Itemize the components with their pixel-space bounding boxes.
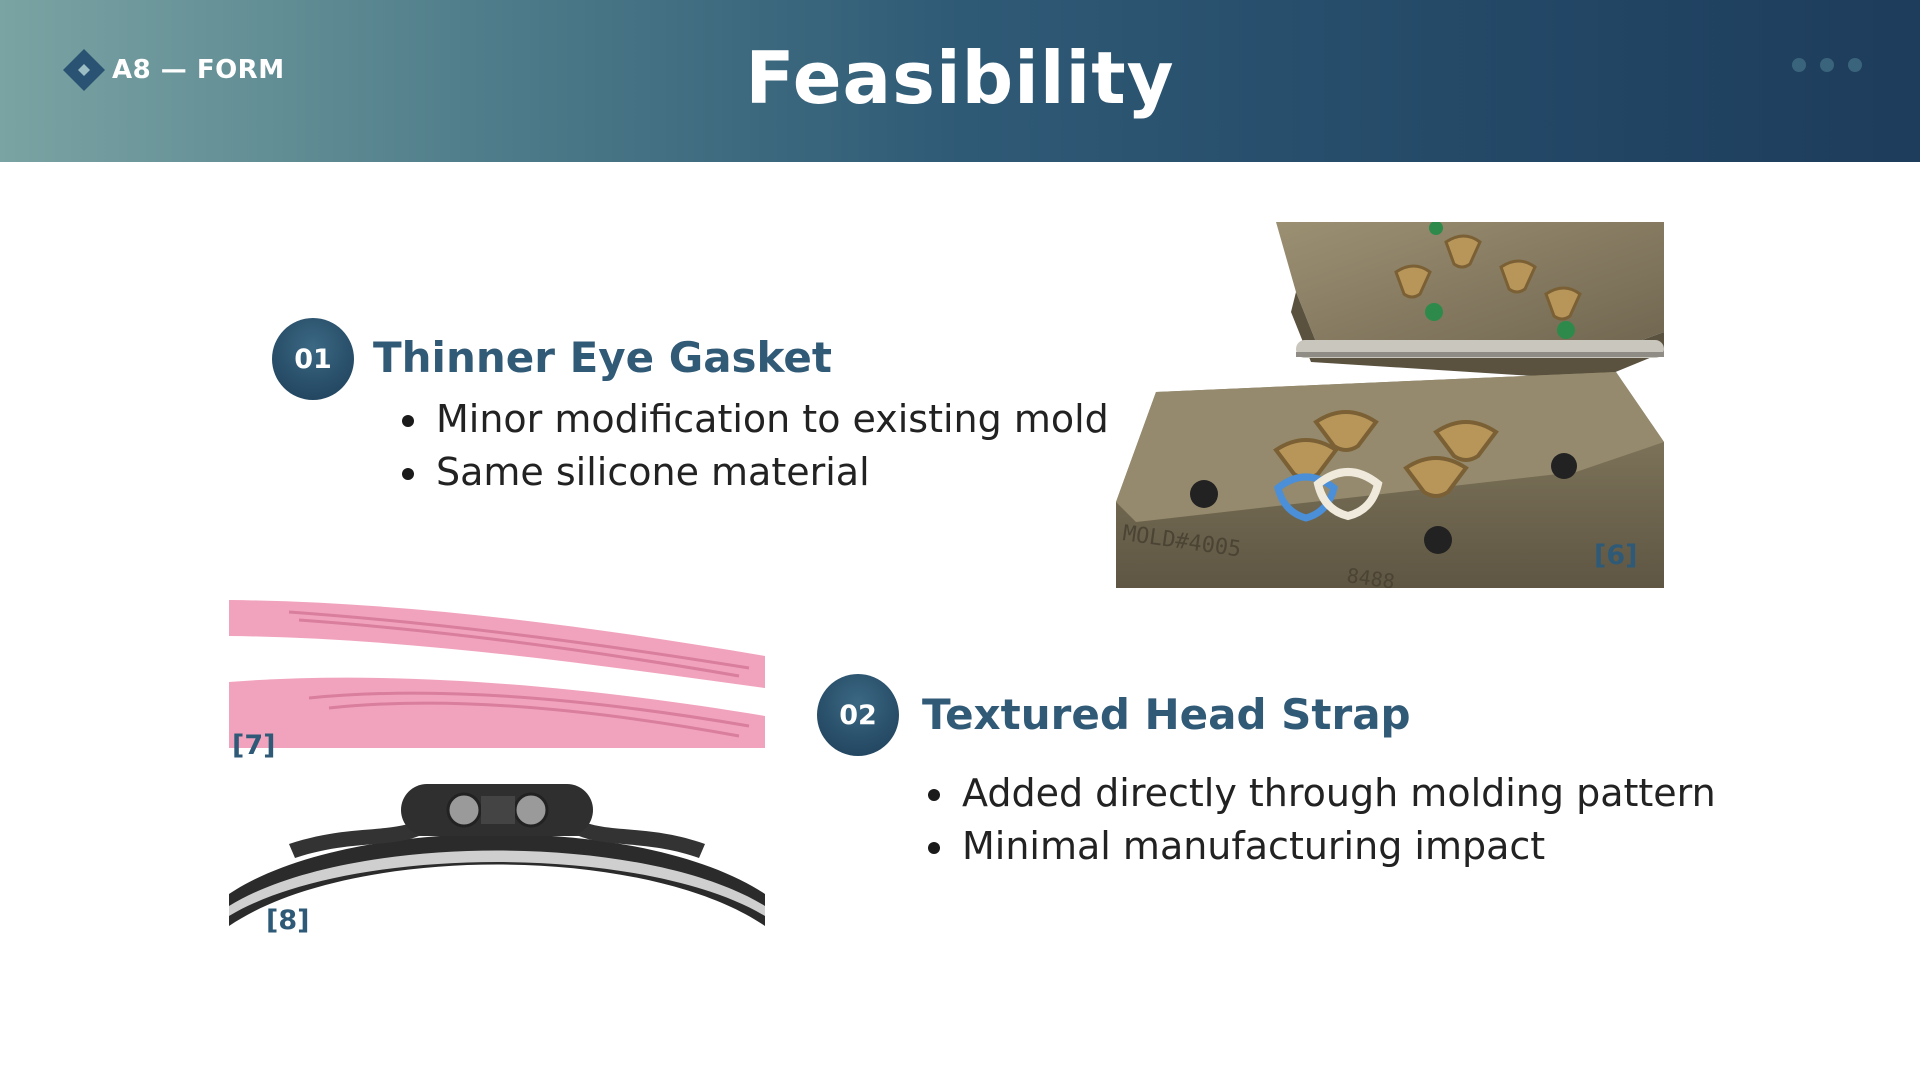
mold-illustration: MOLD#4005 8488 — [1116, 222, 1664, 588]
citation-8: [8] — [266, 905, 310, 936]
section-number-badge: 01 — [272, 318, 354, 400]
gray-strap-illustration — [229, 774, 765, 926]
section-title: Thinner Eye Gasket — [373, 333, 832, 382]
citation-7: [7] — [232, 730, 276, 761]
section-number-badge: 02 — [817, 674, 899, 756]
bullet-item: Minimal manufacturing impact — [926, 820, 1716, 873]
pink-strap-illustration — [229, 598, 765, 748]
bullet-item: Minor modification to existing mold — [400, 393, 1109, 446]
three-dots-icon — [1792, 58, 1862, 72]
dot — [1792, 58, 1806, 72]
page-title: Feasibility — [745, 36, 1175, 120]
brand: A8 — FORM — [62, 48, 285, 92]
dot — [1820, 58, 1834, 72]
mold-image: MOLD#4005 8488 — [1116, 222, 1664, 588]
pink-strap-image — [229, 598, 765, 748]
header-bar: A8 — FORM Feasibility — [0, 0, 1920, 162]
bullet-item: Same silicone material — [400, 446, 1109, 499]
dot — [1848, 58, 1862, 72]
citation-6: [6] — [1594, 540, 1638, 571]
diamond-logo-icon — [63, 49, 105, 91]
section-title: Textured Head Strap — [922, 690, 1411, 739]
brand-label: A8 — FORM — [112, 55, 285, 85]
bullet-list: Added directly through molding pattern M… — [926, 767, 1716, 873]
bullet-item: Added directly through molding pattern — [926, 767, 1716, 820]
bullet-list: Minor modification to existing mold Same… — [400, 393, 1109, 499]
gray-strap-image — [229, 774, 765, 926]
